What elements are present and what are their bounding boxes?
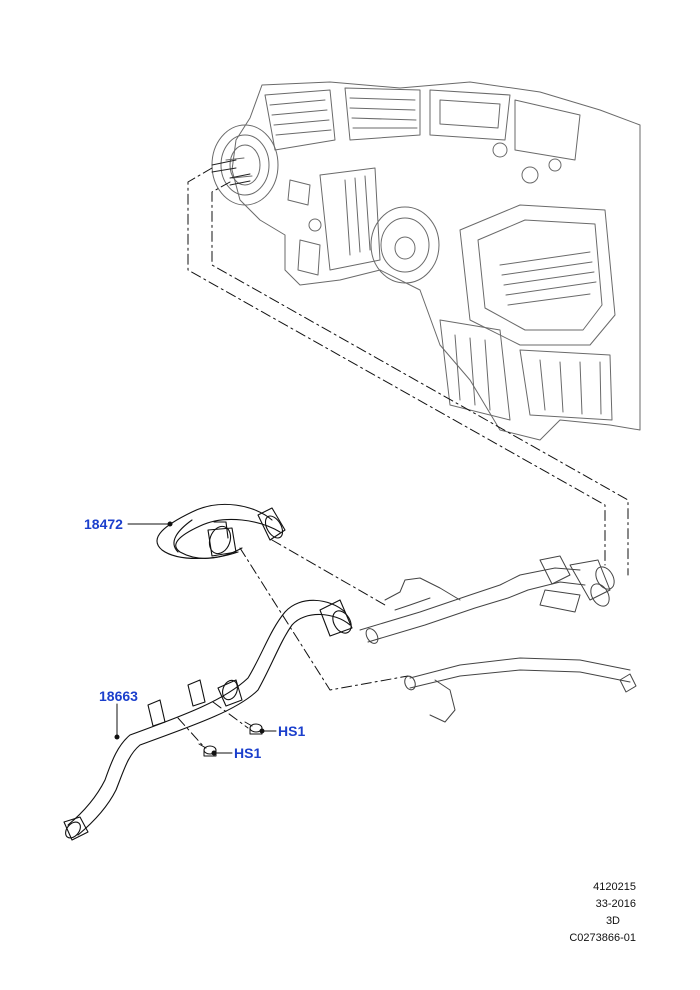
callout-hs1-lower[interactable]: HS1 — [234, 745, 262, 761]
view-type: 3D — [605, 915, 620, 927]
hvac-heater-housing — [211, 81, 641, 441]
alignment-leader-lines — [177, 167, 629, 749]
heater-tube-18663 — [63, 599, 353, 841]
callout-leaders — [116, 523, 277, 754]
heater-pipe-assembly — [359, 555, 637, 723]
illustration-id: C0273866-01 — [569, 932, 636, 944]
callout-18472[interactable]: 18472 — [84, 516, 123, 532]
housing-pipe-stubs — [211, 159, 251, 186]
figure-number: 4120215 — [593, 881, 636, 893]
callout-dots — [114, 521, 265, 756]
callout-18663[interactable]: 18663 — [99, 688, 138, 704]
heater-hose-18472 — [156, 503, 286, 560]
callout-hs1-upper[interactable]: HS1 — [278, 723, 306, 739]
section-code: 33-2016 — [595, 898, 636, 910]
